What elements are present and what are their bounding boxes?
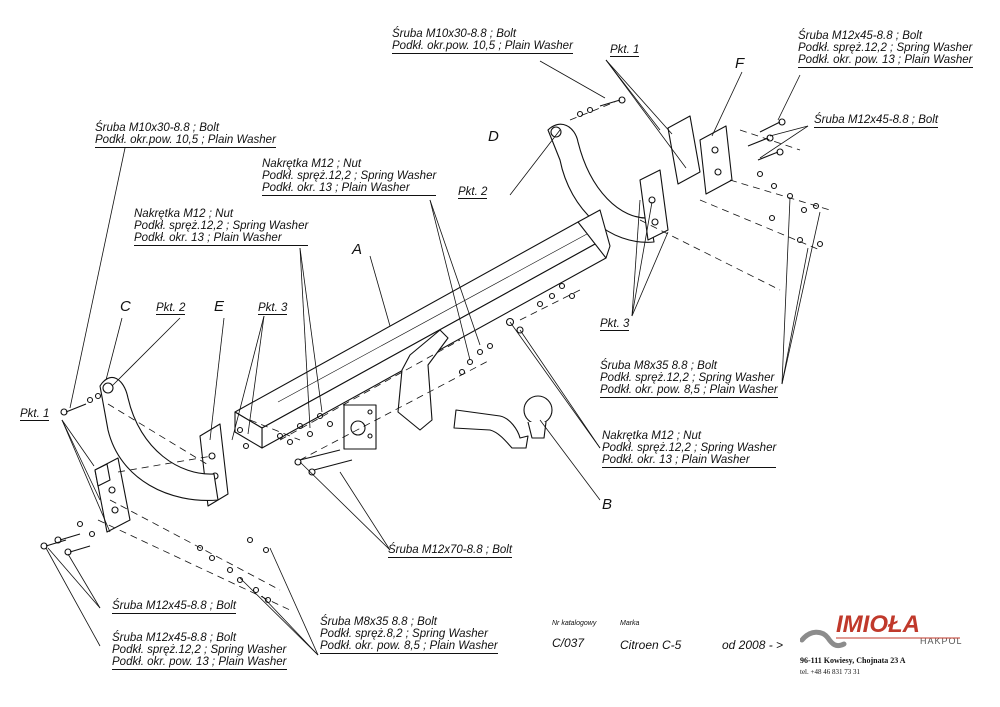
- logo-sub-text: HAKPOL: [920, 636, 963, 646]
- fasteners: [40, 96, 824, 604]
- label-bolt-m10-left: Śruba M10x30-8.8 ; Bolt Podkł. okr.pow. …: [95, 122, 276, 148]
- pkt3-right: Pkt. 3: [600, 318, 630, 331]
- label-bolt-m12x45-bottom-left: Śruba M12x45-8.8 ; Bolt: [112, 600, 237, 614]
- right-mounting-plate: [667, 115, 733, 195]
- label-nut-m12-mid: Nakrętka M12 ; Nut Podkł. spręż.12,2 ; S…: [262, 158, 437, 196]
- right-bracket-arm: [547, 123, 669, 243]
- label-bolt-m8-bottom: Śruba M8x35 8.8 ; Bolt Podkł. spręż.8,2 …: [320, 616, 498, 654]
- company-phone: tel. +48 46 831 73 31: [800, 668, 860, 676]
- part-label-c: C: [120, 298, 131, 315]
- logo-brand-text: IMIOŁA: [836, 611, 920, 638]
- make-label: Marka: [620, 620, 640, 627]
- pkt2-left: Pkt. 2: [156, 302, 186, 315]
- company-logo: IMIOŁA HAKPOL: [799, 608, 970, 658]
- part-label-e: E: [214, 298, 225, 315]
- pkt3-left: Pkt. 3: [258, 302, 288, 315]
- model-year: od 2008 - >: [722, 638, 784, 652]
- label-bolt-m12x45-bottom-left-2: Śruba M12x45-8.8 ; Bolt Podkł. spręż.12,…: [112, 632, 287, 670]
- part-label-f: F: [735, 55, 745, 72]
- part-label-b: B: [602, 496, 613, 513]
- hitch-mount: [343, 329, 449, 450]
- assembly-lines: [97, 101, 831, 611]
- left-mounting-plate: [94, 457, 131, 533]
- label-nut-m12-right: Nakrętka M12 ; Nut Podkł. spręż.12,2 ; S…: [602, 430, 777, 468]
- pkt1-left: Pkt. 1: [20, 408, 50, 421]
- label-bolt-m12x45-top-right: Śruba M12x45-8.8 ; Bolt Podkł. spręż.12,…: [798, 30, 973, 68]
- label-nut-m12-left: Nakrętka M12 ; Nut Podkł. spręż.12,2 ; S…: [134, 208, 309, 246]
- leader-lines: [45, 59, 821, 656]
- catalog-number: C/037: [552, 636, 585, 650]
- label-bolt-m12x45-right: Śruba M12x45-8.8 ; Bolt: [814, 114, 939, 128]
- pkt1-top-right: Pkt. 1: [610, 44, 640, 57]
- pkt2-right: Pkt. 2: [458, 186, 488, 199]
- tow-ball: [453, 395, 553, 449]
- make-model: Citroen C-5: [620, 638, 682, 652]
- label-bolt-m10-top: Śruba M10x30-8.8 ; Bolt Podkł. okr.pow. …: [392, 28, 573, 54]
- label-bolt-m8-right: Śruba M8x35 8.8 ; Bolt Podkł. spręż.12,2…: [600, 360, 778, 398]
- part-label-a: A: [352, 241, 363, 258]
- part-label-d: D: [488, 128, 499, 145]
- company-address: 96-111 Kowiesy, Chojnata 23 A: [800, 656, 906, 665]
- label-bolt-m12x70: Śruba M12x70-8.8 ; Bolt: [388, 544, 513, 558]
- left-bracket-arm: [99, 376, 219, 501]
- catalog-number-label: Nr katalogowy: [552, 620, 597, 627]
